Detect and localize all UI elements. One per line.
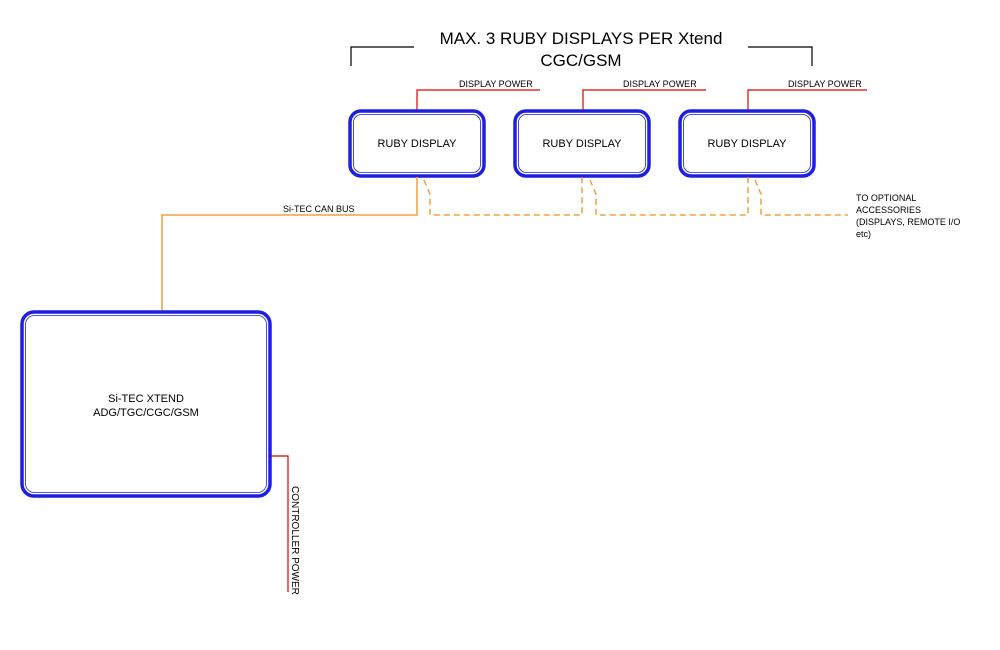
svg-text:TO OPTIONAL: TO OPTIONAL <box>856 193 916 203</box>
controller-power-label: CONTROLLER POWER <box>289 486 300 595</box>
svg-text:ACCESSORIES: ACCESSORIES <box>856 205 921 215</box>
can-bus-label: Si-TEC CAN BUS <box>283 204 355 214</box>
ruby-display-label: RUBY DISPLAY <box>707 138 787 150</box>
can-bus-line <box>161 177 418 311</box>
display-power-line-1 <box>416 89 540 110</box>
svg-text:etc): etc) <box>856 229 871 239</box>
ruby-display-box-3: RUBY DISPLAY <box>678 109 816 178</box>
svg-text:(DISPLAYS, REMOTE I/O: (DISPLAYS, REMOTE I/O <box>856 217 960 227</box>
title-line-2: CGC/GSM <box>540 51 621 70</box>
controller-label-line-2: ADG/TGC/CGC/GSM <box>93 407 199 419</box>
ruby-display-label: RUBY DISPLAY <box>542 138 622 150</box>
ruby-display-box-2: RUBY DISPLAY <box>513 109 651 178</box>
display-power-line-2 <box>582 89 706 110</box>
title-bracket <box>350 46 813 66</box>
controller-power-line <box>271 455 289 592</box>
title-line-1: MAX. 3 RUBY DISPLAYS PER Xtend <box>440 29 723 48</box>
ruby-display-box-1: RUBY DISPLAY <box>348 109 486 178</box>
display-power-line-3 <box>747 89 867 110</box>
display-power-label-2: DISPLAY POWER <box>623 79 697 89</box>
ruby-display-label: RUBY DISPLAY <box>377 138 457 150</box>
display-power-label-1: DISPLAY POWER <box>459 79 533 89</box>
can-bus-daisy-chain <box>423 177 848 216</box>
controller-label-line-1: Si-TEC XTEND <box>108 393 184 405</box>
display-power-label-3: DISPLAY POWER <box>788 79 862 89</box>
display-power-lines <box>416 89 867 110</box>
accessories-note: TO OPTIONAL ACCESSORIES (DISPLAYS, REMOT… <box>856 193 960 239</box>
controller-box: Si-TEC XTEND ADG/TGC/CGC/GSM <box>20 310 272 498</box>
